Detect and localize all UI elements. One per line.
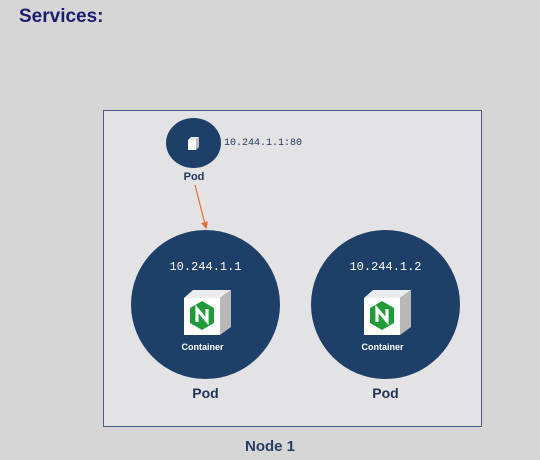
pod-ip: 10.244.1.1 — [169, 260, 242, 274]
pod-label: Pod — [192, 385, 219, 401]
node-label: Node 1 — [244, 438, 295, 455]
container-label: Container — [361, 342, 404, 352]
nginx-icon — [364, 290, 411, 335]
service-pod-address: 10.244.1.1:80 — [224, 138, 303, 149]
cube-icon — [188, 137, 199, 150]
pod-ip: 10.244.1.2 — [349, 260, 422, 274]
slide-title: Services: — [19, 6, 104, 27]
pod-label: Pod — [372, 385, 399, 401]
container-label: Container — [181, 342, 224, 352]
nginx-icon — [184, 290, 231, 335]
service-pod-label: Pod — [183, 171, 205, 183]
